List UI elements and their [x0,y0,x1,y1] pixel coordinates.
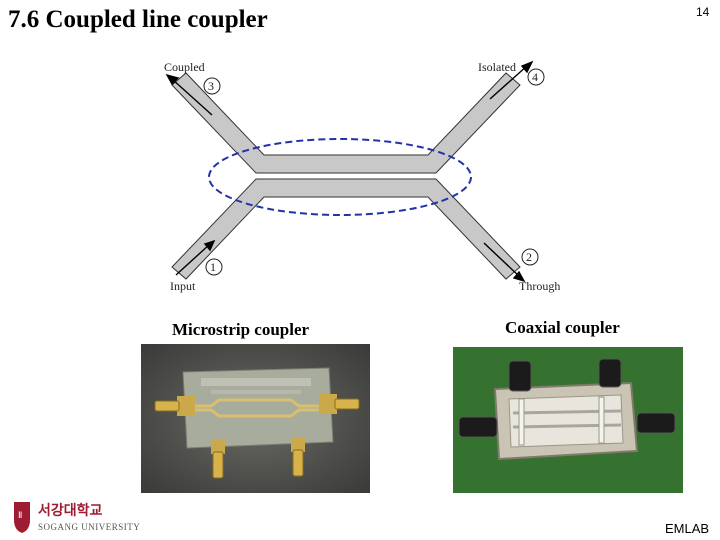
seal-mark: Ⅱ [18,510,22,520]
port-number-1: 1 [210,260,216,274]
n-connectors [458,358,676,438]
footer-label: EMLAB [665,521,710,536]
arrow-coupled-head [165,73,180,86]
port-4-circle [527,68,545,86]
page-number: 14 [696,5,710,19]
port-2-circle [521,248,539,266]
arrow-input [175,243,211,276]
arrow-isolated-head [520,60,534,74]
coax-housing [493,381,639,461]
signal-arrows [165,60,534,283]
microstrip-caption: Microstrip coupler [172,320,310,339]
arrow-through [483,242,521,278]
coaxial-coupler-photo [453,347,683,493]
logo-korean-name: 서강대학교 [38,502,103,519]
port-1-circle [205,258,223,276]
microstrip-coupler-photo [141,344,370,493]
coupling-region-highlight [208,138,472,216]
arrow-through-head [512,270,526,283]
arrow-input-head [203,239,216,252]
sogang-university-logo: Ⅱ 서강대학교 SOGANG UNIVERSITY [14,502,140,533]
university-seal-icon [14,502,30,533]
port-label-input: Input [170,279,196,293]
port-label-coupled: Coupled [164,60,205,74]
arrow-isolated [489,64,529,100]
coupled-line-diagram: Coupled Isolated Input Through 3 4 1 2 [164,60,560,293]
port-label-isolated: Isolated [478,60,516,74]
coupler-lines [171,72,521,280]
logo-english-name: SOGANG UNIVERSITY [38,522,140,532]
port-number-2: 2 [526,250,532,264]
coaxial-caption: Coaxial coupler [505,318,620,337]
port-number-3: 3 [208,79,214,93]
upper-coupled-line [171,72,521,174]
lower-coupled-line [171,178,521,280]
slide-title: 7.6 Coupled line coupler [8,6,268,33]
arrow-coupled [171,78,213,116]
port-3-circle [203,77,221,95]
port-number-4: 4 [532,70,538,84]
port-label-through: Through [519,279,560,293]
pcb-board [177,367,337,454]
sma-connectors [154,398,360,479]
